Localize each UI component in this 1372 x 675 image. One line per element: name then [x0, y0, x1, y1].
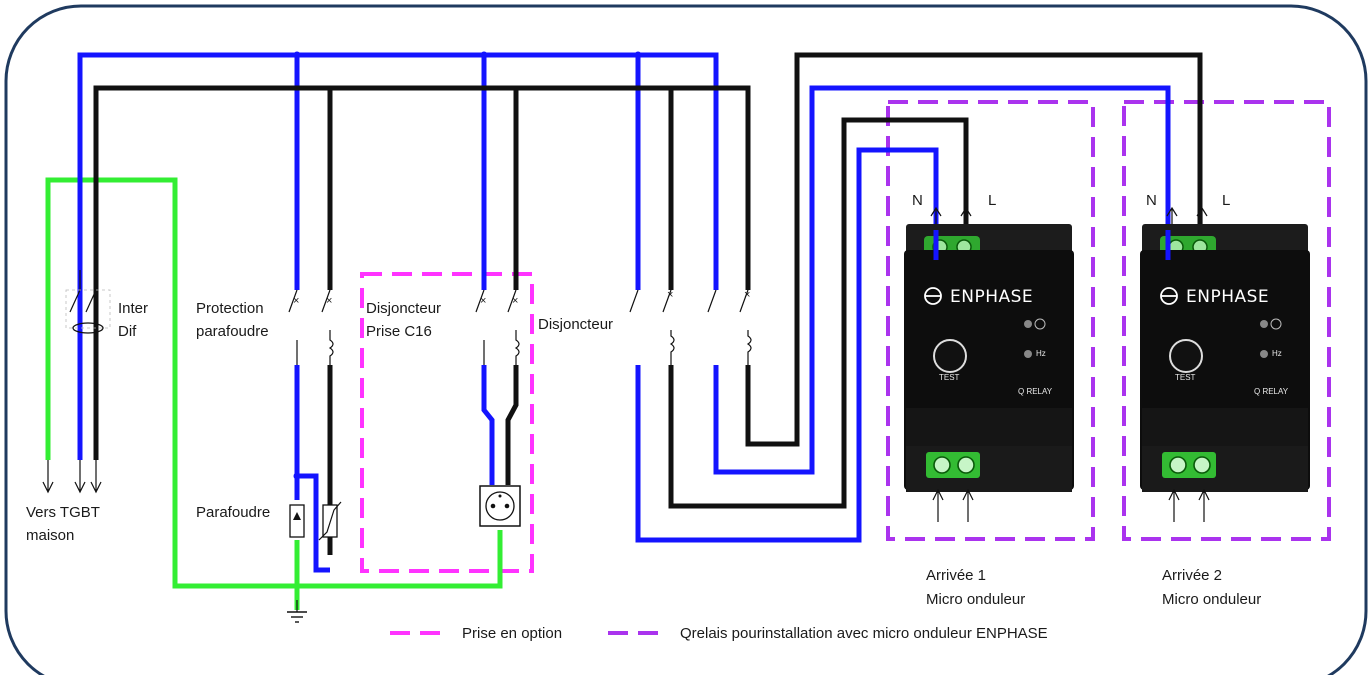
neutral-node-1	[293, 51, 301, 59]
parafoudre-breaker-symbol: × ×	[288, 289, 334, 365]
qrelay-1-device	[904, 224, 1074, 492]
socket-symbol	[479, 485, 521, 527]
relay1-phase-wire	[668, 117, 969, 509]
svg-text:×: ×	[293, 295, 299, 307]
svg-text:×: ×	[326, 295, 332, 307]
qrelay-1-outline	[886, 100, 1095, 541]
relay2-neutral-wire	[713, 85, 1171, 475]
arrivee2-label-2: Micro onduleur	[1162, 591, 1261, 608]
relay1-n-label: N	[912, 192, 923, 209]
svg-text:×: ×	[512, 295, 518, 307]
disj-prise-label-1: Disjoncteur	[366, 300, 441, 317]
prise-neutral-lower	[481, 365, 495, 485]
parafoudre-neutral-cross	[297, 473, 330, 573]
relay-input-arrows	[932, 488, 1210, 522]
disjoncteur-2-symbol: ×	[707, 289, 752, 365]
earth-wire	[45, 177, 503, 589]
svg-text:×: ×	[480, 295, 486, 307]
neutral-node-3	[634, 51, 642, 59]
svg-text:×: ×	[667, 289, 673, 301]
arrivee2-label-1: Arrivée 2	[1162, 567, 1222, 584]
inter-dif-symbol	[65, 270, 111, 334]
qrelay-2-brand: ENPHASE	[1186, 287, 1269, 307]
disjoncteur-label: Disjoncteur	[538, 316, 613, 333]
relay2-n-label: N	[1146, 192, 1157, 209]
arrivee1-label-2: Micro onduleur	[926, 591, 1025, 608]
qrelay-1-model: Q RELAY	[1018, 387, 1053, 396]
qrelay-1-brand: ENPHASE	[950, 287, 1033, 307]
parafoudre-label: Parafoudre	[196, 504, 270, 521]
prise-phase-lower	[505, 365, 519, 485]
earth-symbol	[287, 600, 307, 623]
disj-prise-label-2: Prise C16	[366, 323, 432, 340]
qrelay-2-outline	[1122, 100, 1331, 541]
qrelay-1-test: TEST	[939, 373, 960, 382]
legend-prise-label: Prise en option	[462, 625, 562, 642]
relay1-l-label: L	[988, 192, 996, 209]
tgbt-label-1: Vers TGBT	[26, 504, 100, 521]
qrelay-2-test: TEST	[1175, 373, 1196, 382]
inter-dif-label-2: Dif	[118, 323, 137, 340]
qrelay-1-hz: Hz	[1036, 349, 1046, 358]
qrelay-2-device	[1140, 224, 1310, 492]
relay2-phase-wire	[745, 52, 1203, 447]
option-prise-outline	[360, 272, 534, 573]
relay-top-arrows	[930, 206, 1208, 224]
tgbt-label-2: maison	[26, 527, 74, 544]
diagram-frame	[4, 4, 1368, 675]
disjoncteur-1-symbol: ×	[629, 289, 675, 365]
relay2-l-label: L	[1222, 192, 1230, 209]
surge-arrester-symbol	[289, 501, 342, 541]
protection-label-2: parafoudre	[196, 323, 269, 340]
neutral-node-2	[480, 51, 488, 59]
qrelay-2-hz: Hz	[1272, 349, 1282, 358]
inter-dif-label-1: Inter	[118, 300, 148, 317]
arrivee1-label-1: Arrivée 1	[926, 567, 986, 584]
parafoudre-node	[293, 472, 301, 480]
tgbt-arrows	[42, 460, 102, 494]
legend-qrelais-label: Qrelais pourinstallation avec micro ondu…	[680, 625, 1048, 642]
prise-breaker-symbol: × ×	[475, 289, 520, 365]
svg-text:×: ×	[744, 289, 750, 301]
relay1-neutral-wire	[635, 147, 939, 543]
legend: Prise en option Qrelais pourinstallation…	[390, 625, 1048, 642]
qrelay-2-model: Q RELAY	[1254, 387, 1289, 396]
protection-label-1: Protection	[196, 300, 264, 317]
neutral-bus	[77, 52, 719, 460]
